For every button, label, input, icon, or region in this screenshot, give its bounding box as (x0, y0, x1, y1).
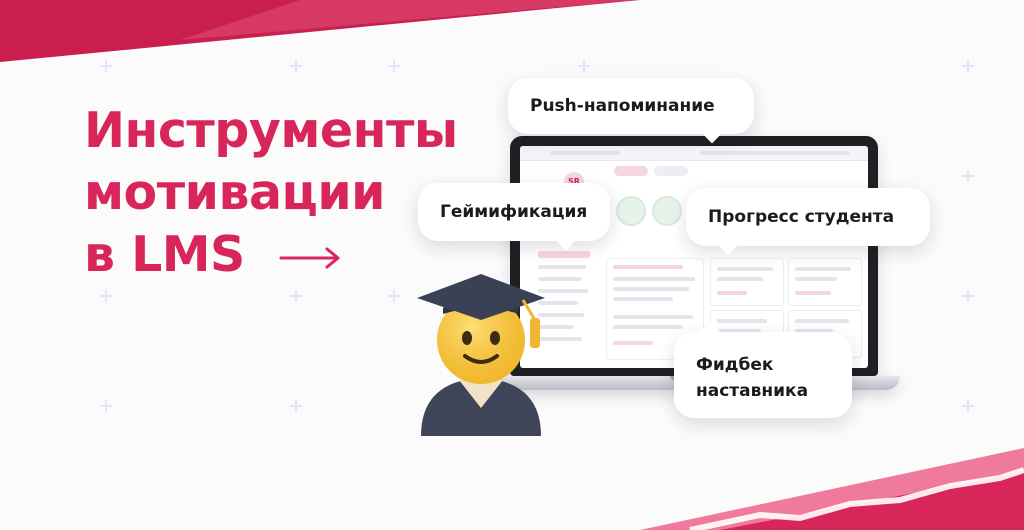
grid-plus-icon (962, 170, 974, 182)
tab-inactive (654, 166, 688, 176)
grid-plus-icon (962, 290, 974, 302)
dashboard-sidebar (538, 251, 598, 361)
bubble-feedback-text: Фидбек наставника (696, 352, 808, 404)
grid-plus-icon (290, 400, 302, 412)
progress-card (710, 258, 784, 306)
grid-plus-icon (100, 400, 112, 412)
bubble-feedback-line-2: наставника (696, 381, 809, 401)
headline: Инструменты мотивации в LMS (84, 100, 458, 286)
headline-line-1: Инструменты (84, 102, 458, 159)
headline-line-2: мотивации (84, 164, 386, 221)
grid-plus-icon (962, 60, 974, 72)
dashboard-topbar (520, 146, 868, 161)
grid-plus-icon (100, 290, 112, 302)
topbar-actions (700, 151, 850, 155)
bubble-push-text: Push-напоминание (530, 96, 715, 116)
bubble-push-reminder: Push-напоминание (508, 78, 754, 144)
bubble-progress-text: Прогресс студента (708, 207, 895, 227)
headline-line-3: в LMS (84, 224, 458, 286)
bubble-mentor-feedback: Фидбек наставника (674, 321, 852, 418)
top-ribbon-decoration (0, 0, 640, 62)
headline-line-3-text: в LMS (84, 226, 245, 283)
bubble-gamification: Геймификация (418, 183, 610, 251)
arrow-right-icon (279, 247, 340, 268)
grid-plus-icon (578, 60, 590, 72)
tab-active (614, 166, 648, 176)
bubble-gamification-text: Геймификация (440, 202, 588, 222)
progress-card (788, 258, 862, 306)
lms-dashboard-screen: SR (520, 146, 868, 368)
grid-plus-icon (290, 290, 302, 302)
grid-plus-icon (388, 60, 400, 72)
topbar-breadcrumb (550, 151, 620, 155)
achievement-badge-icon (652, 196, 682, 226)
grid-plus-icon (100, 60, 112, 72)
grid-plus-icon (962, 400, 974, 412)
grid-plus-icon (388, 290, 400, 302)
graduate-mascot-icon (417, 274, 545, 436)
bubble-student-progress: Прогресс студента (686, 188, 930, 256)
bubble-feedback-line-1: Фидбек (696, 355, 774, 375)
bottom-ribbon-decoration (640, 448, 1024, 530)
achievement-badge-icon (616, 196, 646, 226)
grid-plus-icon (290, 60, 302, 72)
